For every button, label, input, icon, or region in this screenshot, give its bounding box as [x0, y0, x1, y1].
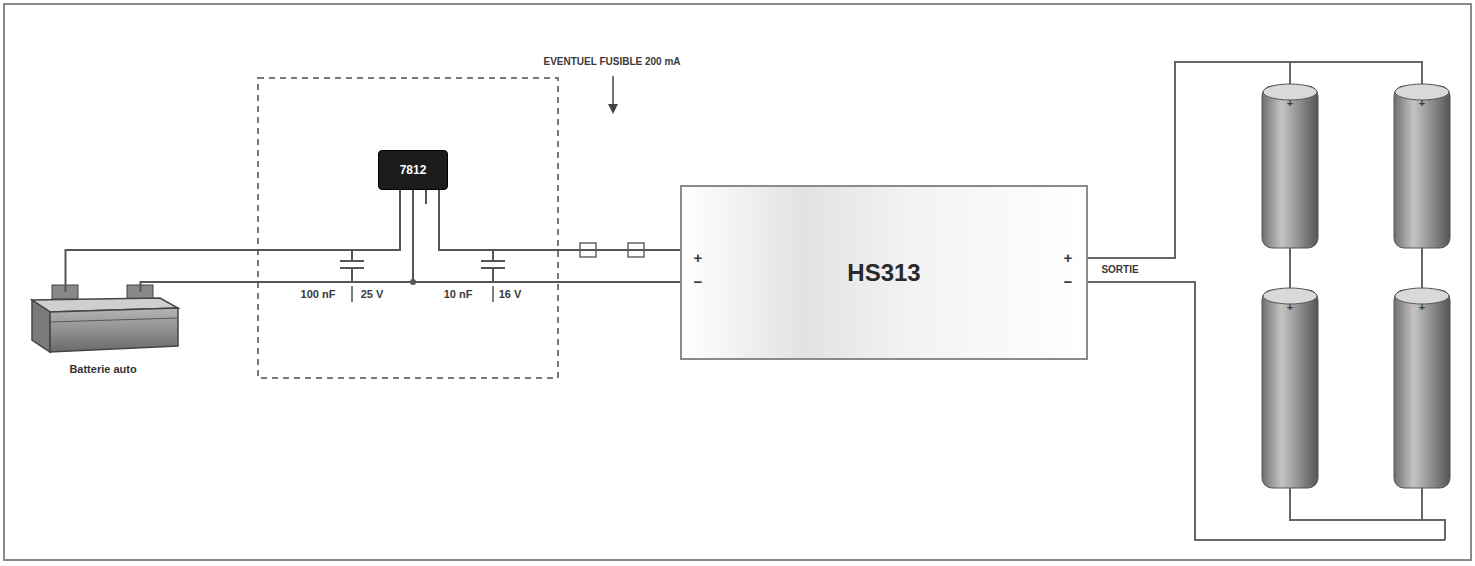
regulator-chip: 7812	[378, 150, 448, 190]
capacitor-symbol	[340, 250, 505, 302]
leader-arrow	[608, 76, 618, 114]
wire	[66, 190, 401, 292]
car-battery-box: Batterie auto	[28, 292, 178, 378]
output-wires	[1088, 62, 1445, 540]
node-text: Batterie auto	[69, 363, 136, 375]
frame	[4, 4, 1471, 560]
node-text: 7812	[400, 163, 427, 177]
pin-sign: −	[692, 273, 705, 290]
cell-polarity: +	[1417, 301, 1427, 314]
voltage-rating: 25 V	[359, 288, 386, 301]
cell-polarity: +	[1285, 301, 1295, 314]
node-text: HS313	[847, 259, 920, 287]
pin-sign: −	[1062, 273, 1075, 290]
wire	[141, 282, 681, 292]
wire	[439, 190, 680, 250]
regulator-pins	[400, 190, 439, 282]
capacitance-value: 100 nF	[299, 288, 338, 301]
car-battery	[32, 285, 178, 352]
pin-sign: +	[1062, 249, 1075, 266]
capacitance-value: 10 nF	[442, 288, 475, 301]
fuse-note: EVENTUEL FUSIBLE 200 mA	[541, 56, 682, 68]
voltage-rating: 16 V	[497, 288, 524, 301]
output-label: SORTIE	[1099, 264, 1140, 276]
battery-cell	[1262, 84, 1450, 488]
cell-polarity: +	[1285, 97, 1295, 110]
dashed-area	[258, 78, 558, 378]
module-box: HS313	[680, 185, 1088, 360]
cell-polarity: +	[1417, 97, 1427, 110]
pin-sign: +	[692, 249, 705, 266]
